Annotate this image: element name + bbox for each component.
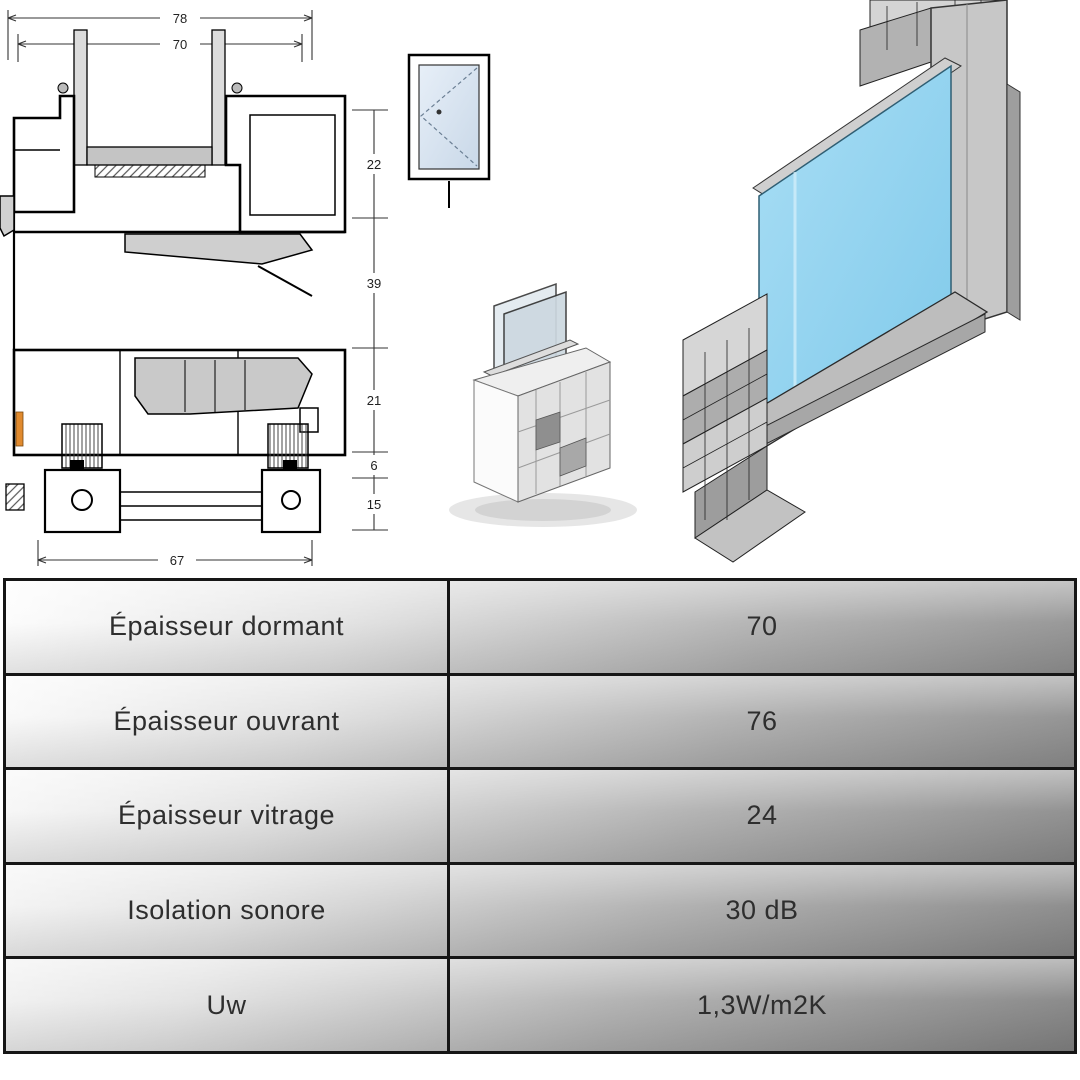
- dimension-lines: 78 70 22 39 21 6 15 67: [7, 10, 388, 568]
- dim-label-top-inner: 70: [173, 37, 187, 52]
- dim-label-right-1: 39: [367, 276, 381, 291]
- spec-value-isolation-sonore: 30 dB: [450, 864, 1074, 960]
- spec-value-uw: 1,3W/m2K: [450, 959, 1074, 1051]
- dim-label-right-2: 21: [367, 393, 381, 408]
- window-glass: [418, 64, 480, 170]
- dim-label-right-4: 15: [367, 497, 381, 512]
- opening-direction-lines: [420, 67, 478, 167]
- dim-label-right-0: 22: [367, 157, 381, 172]
- technical-cross-section: 78 70 22 39 21 6 15 67: [0, 10, 388, 568]
- dim-label-top-outer: 78: [173, 11, 187, 26]
- dim-label-right-3: 6: [370, 458, 377, 473]
- profile-corner-render: [449, 282, 637, 527]
- profile-section: [0, 29, 347, 534]
- thermal-break-strip: [15, 411, 24, 447]
- handle-dot: [436, 109, 442, 115]
- spec-table: Épaisseur dormant 70 Épaisseur ouvrant 7…: [3, 578, 1077, 1054]
- spec-value-epaisseur-vitrage: 24: [450, 770, 1074, 865]
- window-elevation-icon: [407, 53, 491, 208]
- spec-label-isolation-sonore: Isolation sonore: [6, 864, 450, 960]
- dim-label-bottom: 67: [170, 553, 184, 568]
- spec-label-epaisseur-dormant: Épaisseur dormant: [6, 581, 450, 676]
- spec-value-epaisseur-dormant: 70: [450, 581, 1074, 676]
- spec-value-epaisseur-ouvrant: 76: [450, 675, 1074, 771]
- isometric-profile-illustration: [682, 0, 1021, 563]
- spec-label-epaisseur-ouvrant: Épaisseur ouvrant: [6, 675, 450, 771]
- spec-label-uw: Uw: [6, 959, 450, 1051]
- spec-label-epaisseur-vitrage: Épaisseur vitrage: [6, 770, 450, 865]
